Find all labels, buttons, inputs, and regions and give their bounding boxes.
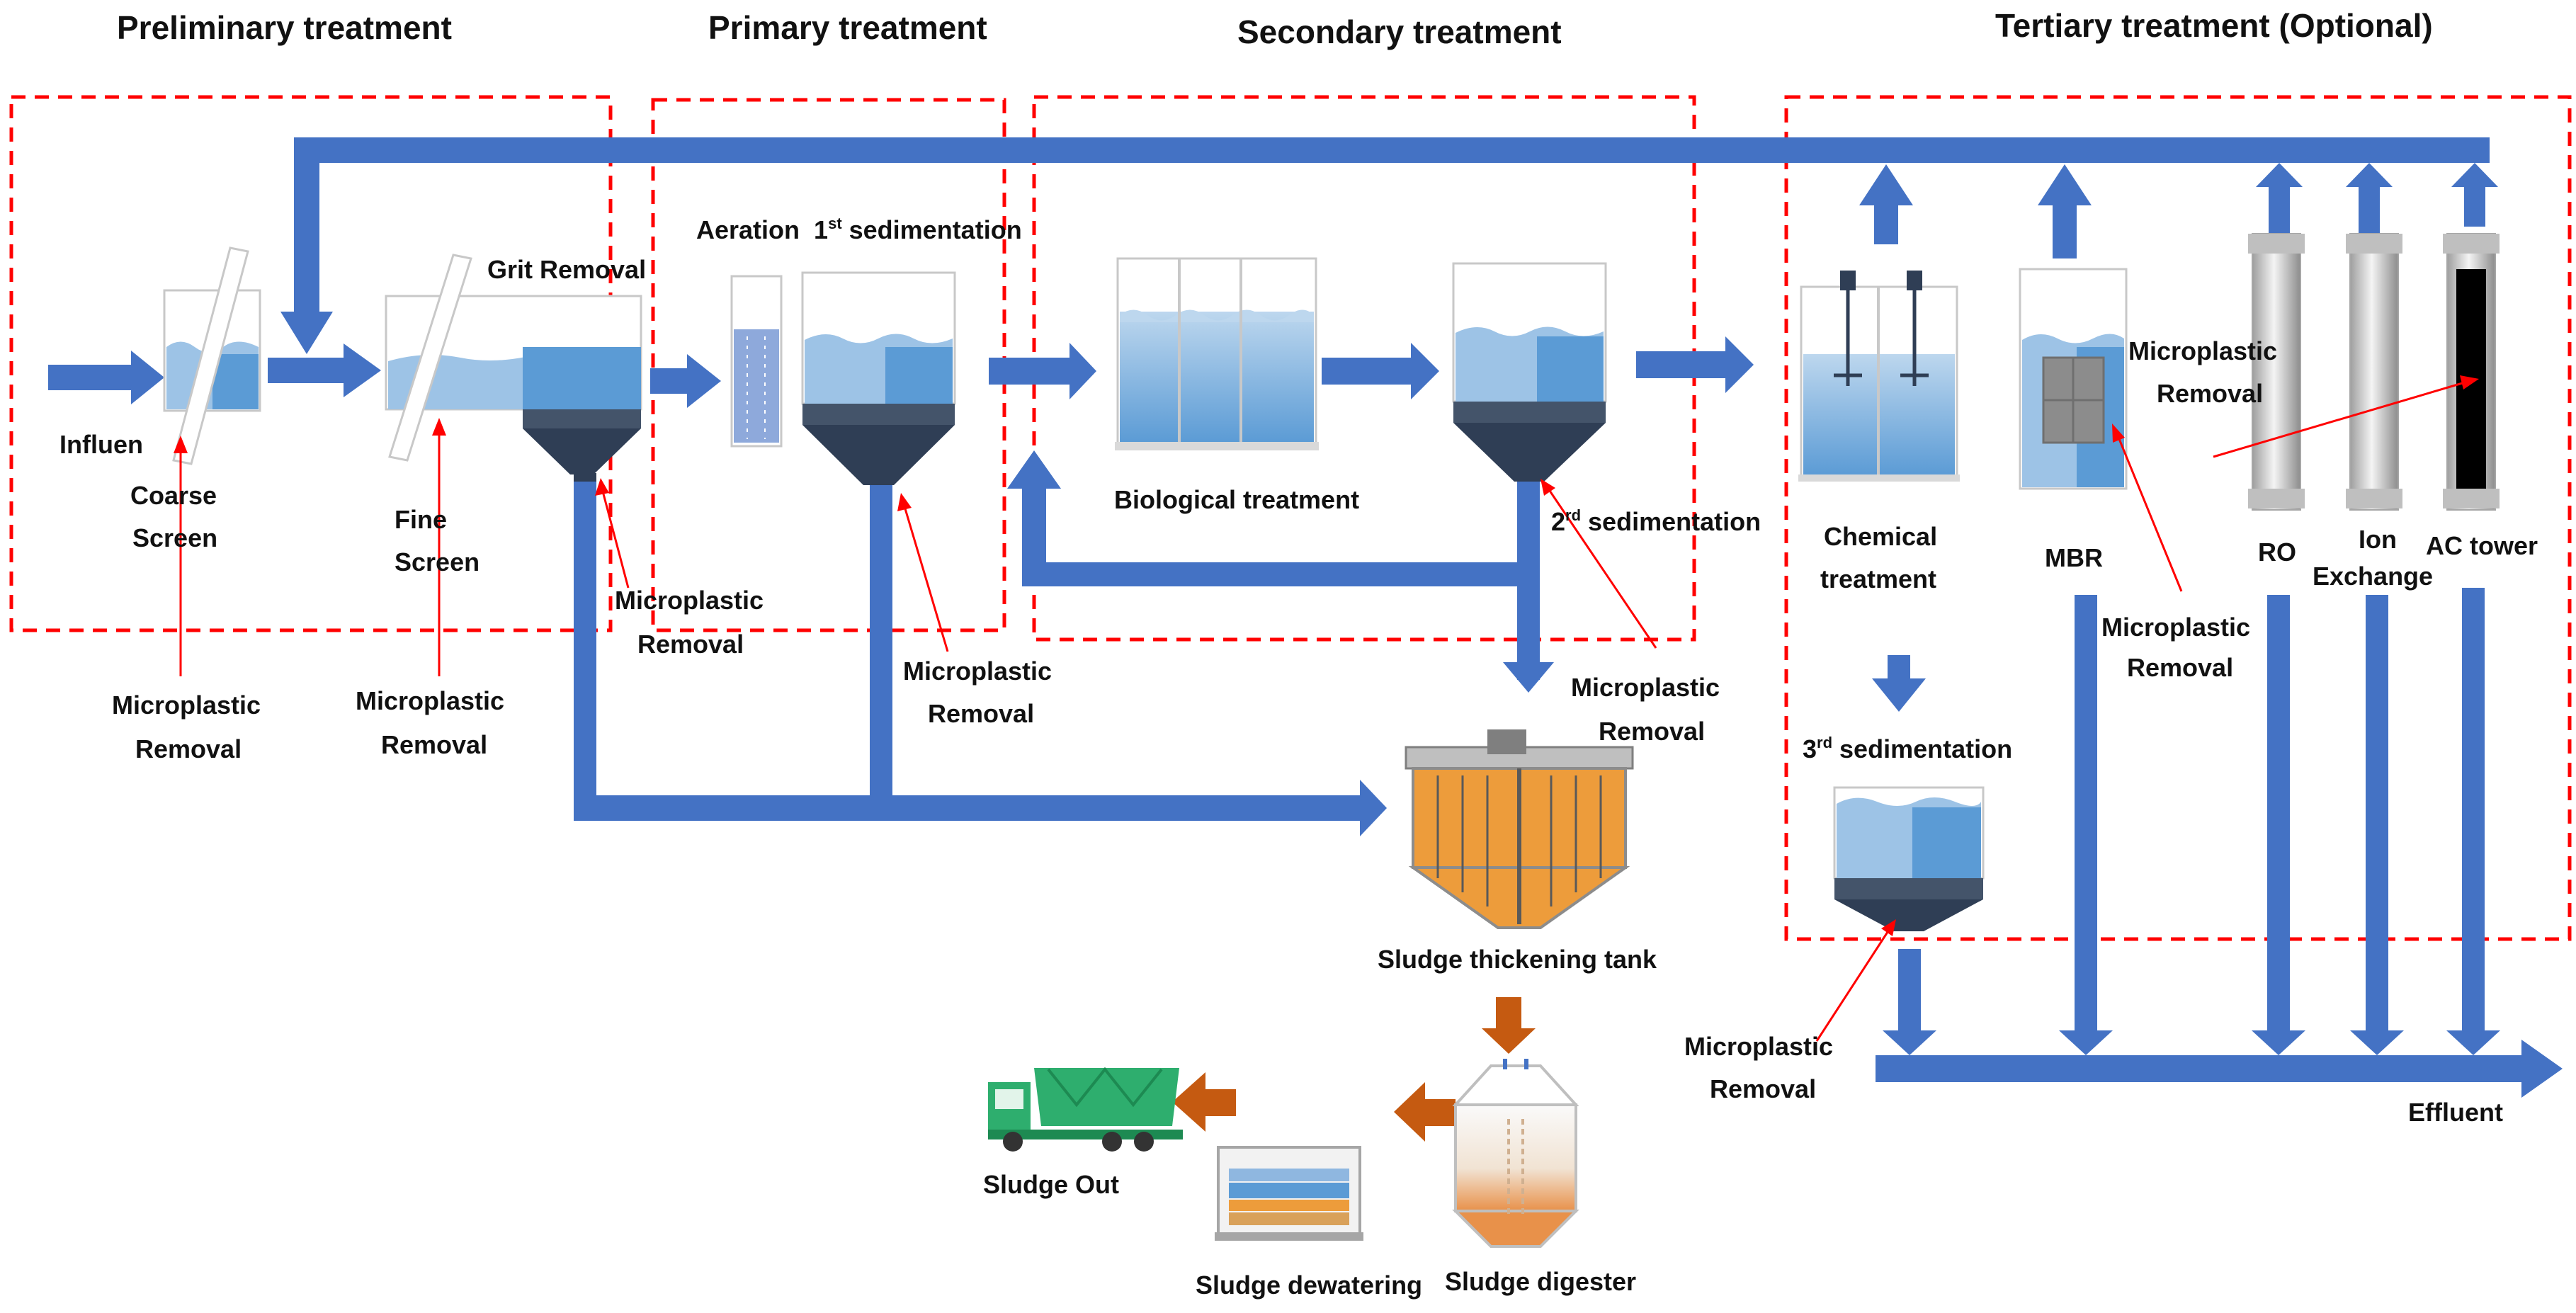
- coarse-screen-bar: [172, 246, 249, 465]
- grit-channel: [385, 295, 642, 482]
- microplastic-pointers: [174, 375, 2479, 1042]
- sludge-thickening-label: Sludge thickening tank: [1378, 945, 1657, 974]
- mbr-label: MBR: [2045, 543, 2103, 572]
- svg-text:Removal: Removal: [928, 699, 1034, 728]
- mp-label-secondary: Microplastic Removal: [1571, 673, 1720, 746]
- primary-clarifier: [801, 271, 956, 485]
- fine-screen-bar: [388, 254, 472, 462]
- svg-text:Removal: Removal: [135, 734, 242, 763]
- ion-exchange-label-1: Ion: [2359, 525, 2397, 554]
- top-bypass-pipe: [280, 137, 2490, 354]
- tertiary-down-arrows: [1872, 588, 2563, 1098]
- mp-label-fine: Microplastic Removal: [356, 686, 504, 759]
- mp-label-coarse: Microplastic Removal: [112, 690, 261, 763]
- chemical-treatment-label-1: Chemical: [1824, 522, 1937, 551]
- effluent-label: Effluent: [2408, 1098, 2503, 1127]
- tertiary-stage-box: [1784, 95, 2572, 941]
- svg-text:Microplastic: Microplastic: [903, 656, 1052, 686]
- fine-screen-label-2: Screen: [395, 547, 480, 576]
- sludge-pipes: [574, 450, 1554, 836]
- svg-text:Removal: Removal: [2127, 653, 2233, 682]
- biological-tank: [1115, 257, 1319, 450]
- aeration-column: [730, 275, 783, 448]
- svg-text:Microplastic: Microplastic: [2101, 613, 2250, 642]
- svg-text:Removal: Removal: [381, 730, 487, 759]
- ac-tower-column: [2443, 233, 2500, 511]
- secondary-clarifier: [1452, 262, 1607, 482]
- sludge-dewatering-label: Sludge dewatering: [1196, 1271, 1422, 1300]
- sludge-line-arrows: [1172, 997, 1536, 1142]
- third-sedimentation-tank: [1833, 786, 1985, 931]
- svg-text:Microplastic: Microplastic: [112, 690, 261, 720]
- primary-title: Primary treatment: [708, 9, 987, 46]
- tertiary-up-arrows: [1859, 163, 2498, 258]
- coarse-screen-label-2: Screen: [132, 523, 217, 552]
- preliminary-title: Preliminary treatment: [117, 9, 452, 46]
- svg-text:Microplastic: Microplastic: [615, 586, 764, 615]
- fine-screen-label-1: Fine: [395, 505, 447, 534]
- sludge-thickening-tank-icon: [1405, 729, 1634, 929]
- secondary-title: Secondary treatment: [1237, 13, 1562, 50]
- ion-exchange-label-2: Exchange: [2313, 562, 2433, 591]
- ion-exchange-column: [2346, 233, 2402, 511]
- coarse-screen-tank: [163, 289, 261, 412]
- main-flow-arrows: [48, 336, 1754, 408]
- biological-treatment-label: Biological treatment: [1114, 485, 1359, 514]
- ro-label: RO: [2258, 538, 2296, 567]
- svg-text:Microplastic: Microplastic: [356, 686, 504, 715]
- svg-text:Removal: Removal: [2157, 379, 2263, 408]
- mp-label-third-sed: Microplastic Removal: [1684, 1032, 1833, 1103]
- chemical-treatment-label-2: treatment: [1820, 564, 1936, 593]
- svg-text:Removal: Removal: [1599, 717, 1705, 746]
- mbr-tank: [2019, 268, 2128, 490]
- ac-tower-label: AC tower: [2426, 531, 2538, 560]
- mp-label-grit: Microplastic Removal: [615, 586, 764, 659]
- svg-text:Removal: Removal: [637, 630, 744, 659]
- grit-removal-label: Grit Removal: [487, 255, 646, 284]
- svg-text:Removal: Removal: [1710, 1074, 1816, 1103]
- coarse-screen-label-1: Coarse: [130, 481, 217, 510]
- influent-label: Influen: [59, 430, 143, 459]
- svg-text:Microplastic: Microplastic: [2128, 336, 2277, 365]
- sludge-out-label: Sludge Out: [983, 1170, 1119, 1199]
- ro-column: [2248, 233, 2305, 511]
- sludge-digester-label: Sludge digester: [1445, 1267, 1636, 1296]
- tertiary-title: Tertiary treatment (Optional): [1995, 7, 2433, 44]
- mp-label-mbr: Microplastic Removal: [2101, 613, 2250, 682]
- sludge-dewatering-icon: [1215, 1146, 1363, 1241]
- svg-text:Microplastic: Microplastic: [1684, 1032, 1833, 1061]
- svg-text:Microplastic: Microplastic: [1571, 673, 1720, 702]
- chemical-treatment-tanks: [1798, 271, 1960, 482]
- sludge-digester-icon: [1452, 1059, 1579, 1248]
- mp-label-primary: Microplastic Removal: [903, 656, 1052, 728]
- mp-label-tertiary: Microplastic Removal: [2128, 336, 2277, 408]
- sludge-truck-icon: [988, 1067, 1183, 1152]
